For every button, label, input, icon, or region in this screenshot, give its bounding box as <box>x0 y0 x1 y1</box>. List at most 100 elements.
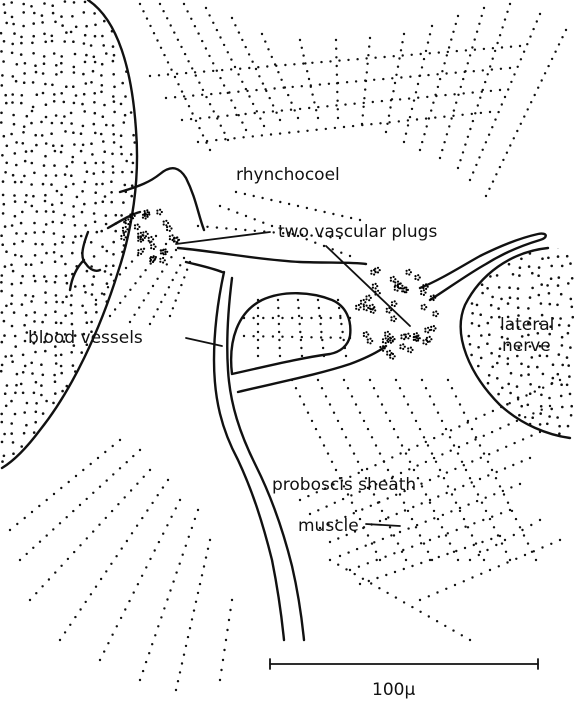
plug-cell-dot <box>417 279 419 281</box>
fibre-dot <box>139 3 141 5</box>
stipple-dot <box>461 356 464 359</box>
stipple-dot <box>481 292 484 295</box>
plug-cell-dot <box>368 299 370 301</box>
plug-cell-dot <box>411 349 413 351</box>
fibre-dot <box>409 116 411 118</box>
fibre-dot <box>509 144 511 146</box>
stipple-dot <box>448 415 451 418</box>
fibre-dot <box>479 444 481 446</box>
stipple-dot <box>64 130 67 133</box>
fibre-dot <box>450 38 452 40</box>
plug-cell-dot <box>134 227 136 229</box>
fibre-dot <box>460 86 462 88</box>
fibre-dot <box>219 36 221 38</box>
fibre-dot <box>141 517 143 519</box>
stipple-dot <box>14 335 17 338</box>
fibre-dot <box>459 510 461 512</box>
stipple-dot <box>516 385 519 388</box>
fibre-dot <box>309 513 311 515</box>
stipple-dot <box>13 194 16 197</box>
fibre-dot <box>46 534 48 536</box>
fibre-dot <box>395 596 397 598</box>
stipple-dot <box>51 4 54 7</box>
fibre-dot <box>301 85 303 87</box>
plug-cell-dot <box>147 233 149 235</box>
stipple-dot <box>105 314 108 317</box>
stipple-dot <box>469 394 472 397</box>
fibre-dot <box>179 264 181 266</box>
fibre-dot <box>392 90 394 92</box>
fibre-dot <box>105 517 107 519</box>
plug-cell-dot <box>390 277 392 279</box>
fibre-dot <box>473 522 475 524</box>
fibre-dot <box>376 559 378 561</box>
fibre-dot <box>338 59 340 61</box>
fibre-dot <box>381 403 383 405</box>
stipple-dot <box>143 295 146 298</box>
stipple-dot <box>144 14 147 17</box>
fibre-dot <box>445 72 447 74</box>
fibre-dot <box>426 96 428 98</box>
plug-cell-dot <box>390 280 392 282</box>
fibre-dot <box>152 285 154 287</box>
fibre-dot <box>544 72 546 74</box>
plug-cell-dot <box>430 298 432 300</box>
stipple-dot <box>3 40 6 43</box>
stipple-dot <box>64 0 67 3</box>
stipple-dot <box>52 221 55 224</box>
fibre-dot <box>373 79 375 81</box>
fibre-dot <box>429 559 431 561</box>
stipple-dot <box>94 434 97 437</box>
fibre-dot <box>217 115 219 117</box>
fibre-dot <box>474 112 476 114</box>
fibre-dot <box>355 510 357 512</box>
fibre-dot <box>133 314 135 316</box>
fibre-dot <box>505 551 507 553</box>
stipple-dot <box>10 303 13 306</box>
fibre-dot <box>293 63 295 65</box>
plug-cell-dot <box>142 238 144 240</box>
stipple-dot <box>15 80 18 83</box>
fibre-dot <box>279 132 281 134</box>
stipple-dot <box>12 270 15 273</box>
fibre-dot <box>270 133 272 135</box>
fibre-dot <box>230 99 232 101</box>
fibre-dot <box>435 95 437 97</box>
stipple-dot <box>72 131 75 134</box>
stipple-dot <box>35 402 38 405</box>
stipple-dot <box>479 246 482 249</box>
fibre-dot <box>119 439 121 441</box>
stipple-dot <box>451 317 454 320</box>
plug-cell-dot <box>373 273 375 275</box>
fibre-dot <box>385 518 387 520</box>
stipple-dot <box>449 344 452 347</box>
fibre-dot <box>425 50 427 52</box>
stipple-dot <box>144 432 147 435</box>
fibre-dot <box>177 39 179 41</box>
plug-cell-dot <box>153 255 155 257</box>
plug-cell-dot <box>159 213 161 215</box>
fibre-dot <box>492 47 494 49</box>
plug-cell-dot <box>410 271 412 273</box>
stipple-dot <box>568 375 571 378</box>
stipple-dot <box>130 285 133 288</box>
stipple-dot <box>3 203 6 206</box>
stipple-dot <box>130 62 133 65</box>
fibre-dot <box>507 88 509 90</box>
fibre-dot <box>288 131 290 133</box>
stipple-dot <box>83 93 86 96</box>
fibre-dot <box>467 421 469 423</box>
stipple-dot <box>21 94 24 97</box>
stipple-dot <box>145 83 148 86</box>
fibre-dot <box>120 617 122 619</box>
fibre-dot <box>393 55 395 57</box>
stipple-dot <box>11 294 14 297</box>
stipple-dot <box>71 15 74 18</box>
fibre-dot <box>537 87 539 89</box>
fibre-dot <box>522 438 524 440</box>
fibre-dot <box>95 586 97 588</box>
fibre-dot <box>429 33 431 35</box>
fibre-dot <box>442 514 444 516</box>
fibre-dot <box>487 474 489 476</box>
stipple-dot <box>100 230 103 233</box>
